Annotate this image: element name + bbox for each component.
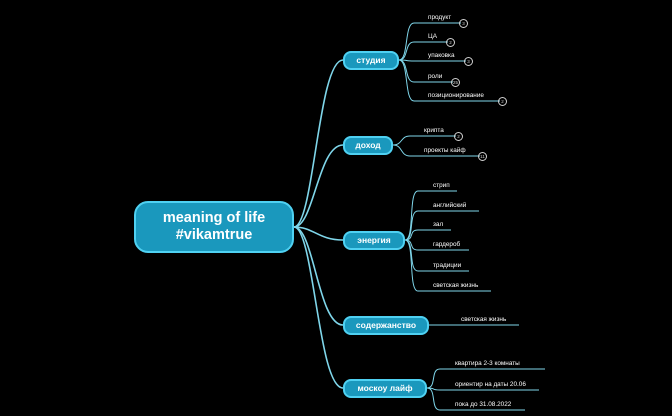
root-topic-hashtag: #vikamtrue [175,227,253,243]
leaf-topic[interactable]: ориентир на даты 20.06 [455,381,526,388]
leaf-topic[interactable]: пока до 31.08.2022 [455,401,512,408]
subtopic-count-badge[interactable]: 25 [451,78,460,87]
branch-to-leaf-line [404,229,451,241]
leaf-topic[interactable]: гардероб [433,241,461,248]
branch-to-leaf-line [392,144,480,157]
branch-to-leaf-line [426,368,545,389]
leaf-topic[interactable]: проекты кайф [424,147,466,154]
root-to-branch-line [293,226,344,389]
root-topic-title: meaning of life [162,210,266,226]
subtopic-count-badge[interactable]: 2 [454,132,463,141]
branch-topic-4[interactable]: москоу лайф [343,379,427,398]
leaf-topic[interactable]: стрип [433,182,450,189]
leaf-topic[interactable]: традиции [433,262,462,269]
root-to-branch-line [293,59,344,228]
subtopic-count-badge[interactable]: 3 [464,57,473,66]
branch-to-leaf-line [404,210,479,241]
branch-to-leaf-line [404,239,491,292]
branch-topic-0[interactable]: студия [343,51,399,70]
subtopic-count-badge[interactable]: 2 [446,38,455,47]
branch-to-leaf-line [398,41,448,61]
branch-to-leaf-line [398,59,466,62]
root-topic[interactable]: meaning of life #vikamtrue [134,201,294,253]
subtopic-count-badge[interactable]: 3 [459,19,468,28]
leaf-topic[interactable]: зал [433,221,444,228]
branch-to-leaf-line [398,59,500,102]
branch-topic-3[interactable]: содержанство [343,316,429,335]
leaf-topic[interactable]: позиционирование [428,92,484,99]
leaf-topic[interactable]: продукт [428,14,452,21]
leaf-topic[interactable]: английский [433,202,467,209]
leaf-topic[interactable]: квартира 2-3 комнаты [455,360,520,367]
leaf-topic[interactable]: упаковка [428,52,455,59]
branch-topic-2[interactable]: энергия [343,231,405,250]
subtopic-count-badge[interactable]: 2 [498,97,507,106]
branch-to-leaf-line [398,22,461,61]
root-to-branch-line [293,226,344,241]
branch-to-leaf-line [426,387,525,411]
leaf-topic[interactable]: светская жизнь [433,282,479,289]
branch-to-leaf-line [392,135,456,146]
root-to-branch-line [293,226,344,326]
leaf-topic[interactable]: ЦА [428,33,437,40]
branch-topic-1[interactable]: доход [343,136,393,155]
leaf-topic[interactable]: светская жизнь [461,316,507,323]
root-to-branch-line [293,144,344,228]
subtopic-count-badge[interactable]: 11 [478,152,487,161]
branch-to-leaf-line [398,59,453,83]
leaf-topic[interactable]: крипта [424,127,444,134]
leaf-topic[interactable]: роли [428,73,443,80]
